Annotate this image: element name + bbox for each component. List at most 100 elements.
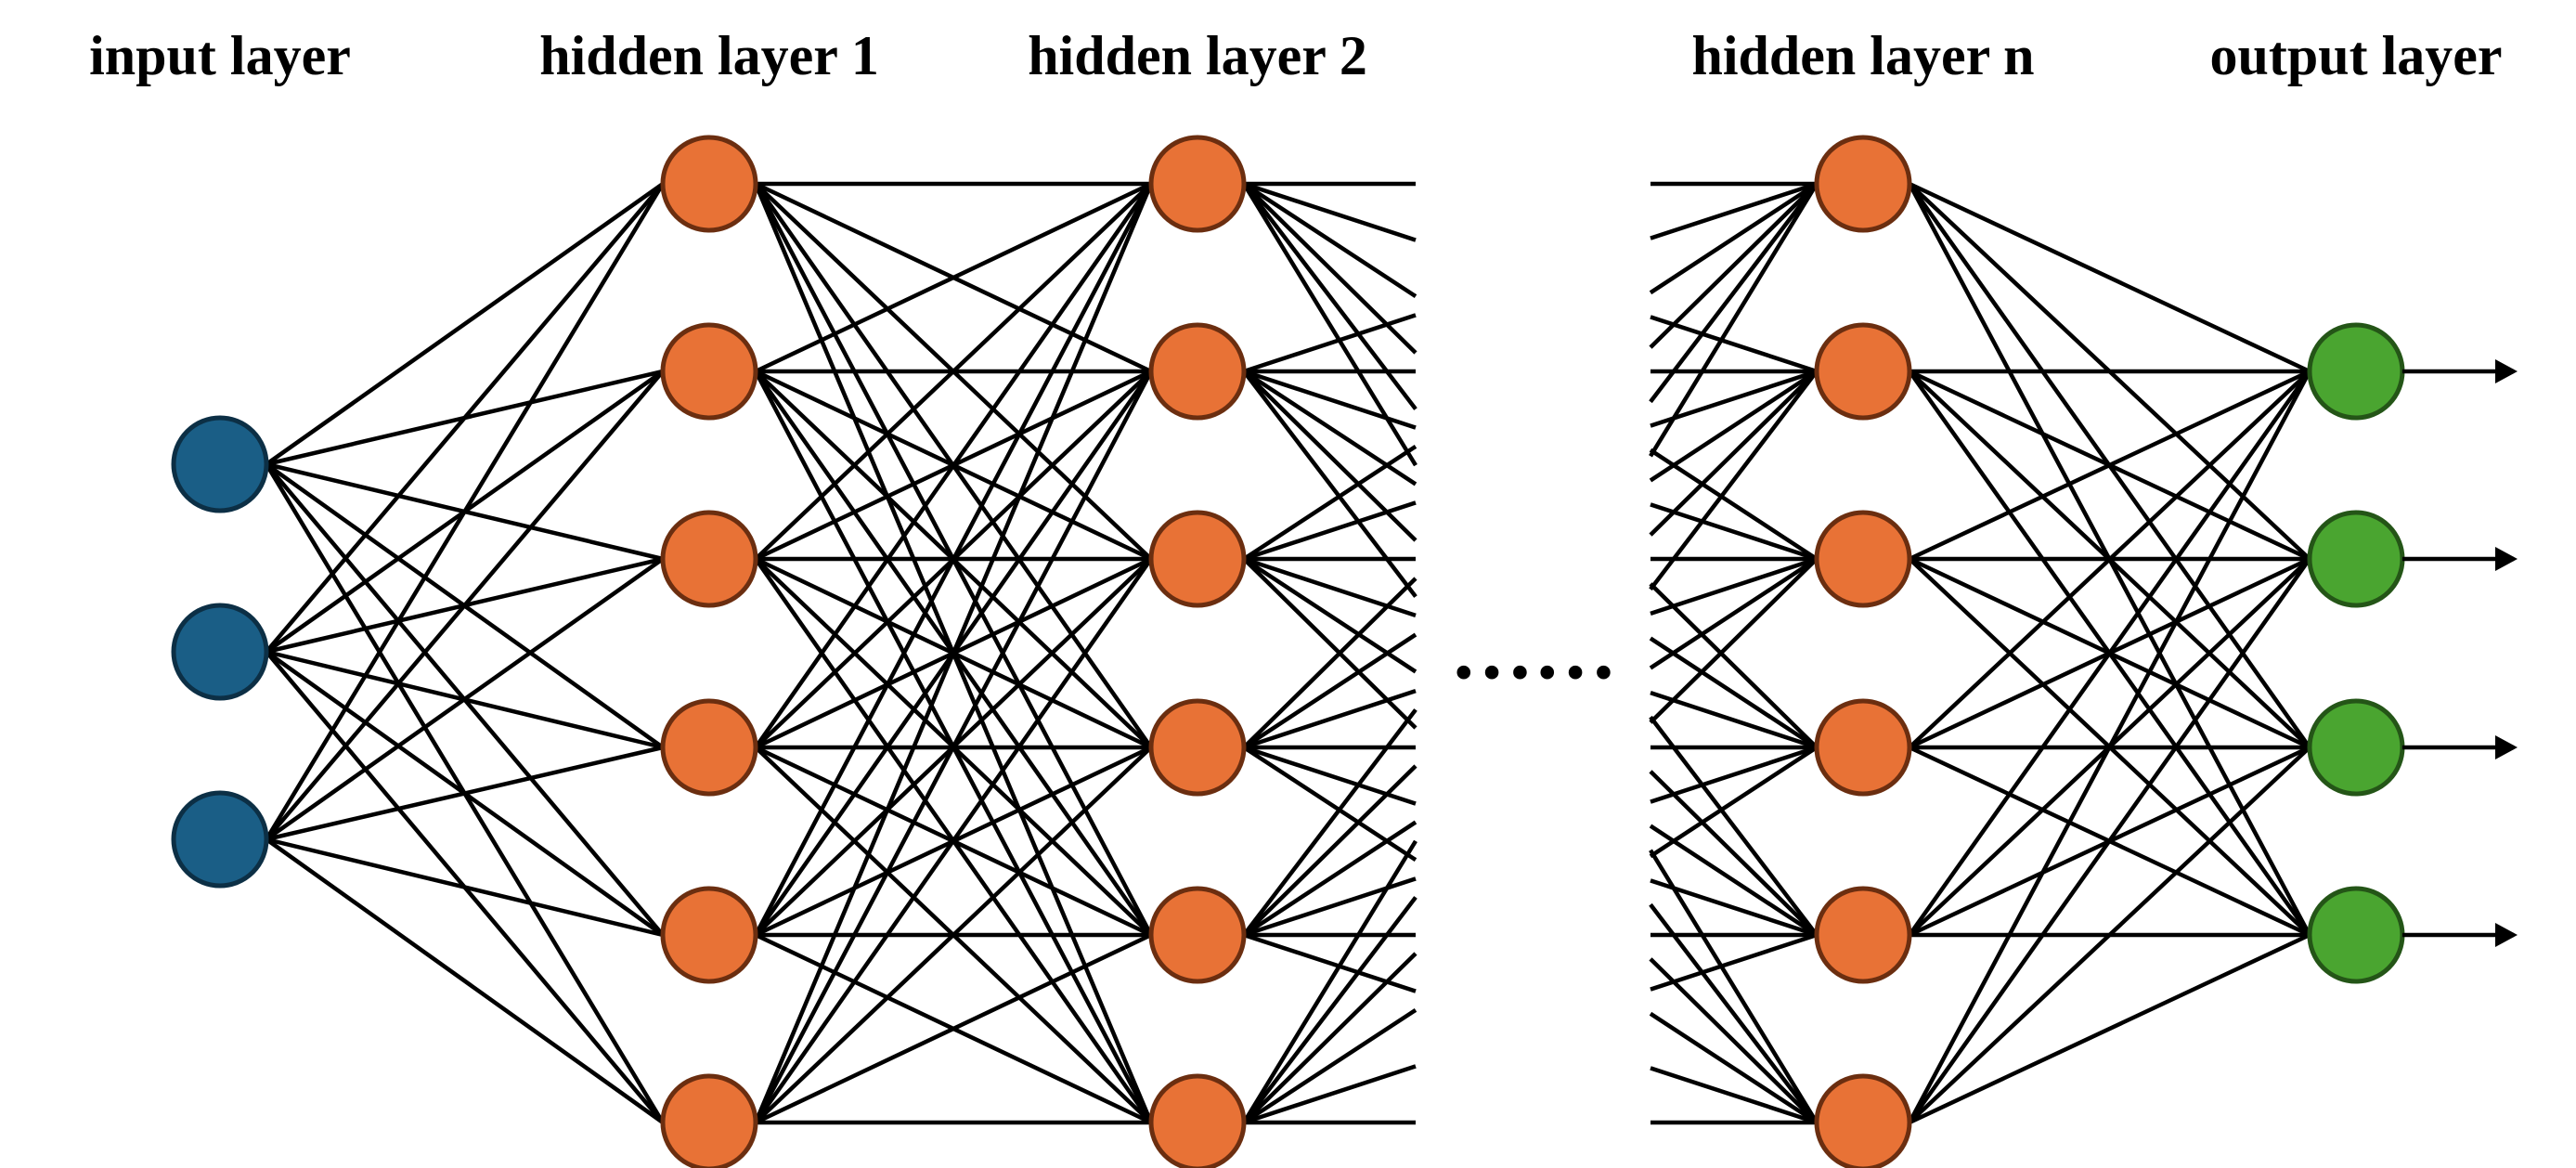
edge-stub-in [1649,182,1819,404]
arrowhead-icon [2495,735,2518,759]
input-node-1 [171,415,269,513]
edge-1-2 [754,746,1153,1124]
hiddenn-node-2 [1814,322,1912,421]
arrowhead-icon [2495,547,2518,571]
edge-stub-in [1649,182,1819,295]
connection-edges [265,181,2311,1125]
output-node-2 [2307,510,2405,608]
edge-stub-out [1243,688,1417,750]
edge-stub-out [1243,369,1417,430]
edge-stub-out [1243,181,1417,242]
edge-stub-out [1242,708,1417,937]
edge-0-1 [265,745,664,842]
edge-stub-out [1242,370,1417,598]
edge-stub-in [1649,448,1819,561]
hidden2-node-6 [1148,1073,1247,1168]
edge-stub-out [1243,1064,1417,1125]
edge-stub-in [1650,1066,1818,1125]
edge-stub-in [1649,636,1819,749]
edge-stub-in [1650,745,1818,804]
edge-3-4 [1909,932,2311,1125]
edge-1-2 [754,182,1153,749]
edge-stub-in [1649,370,1819,537]
hidden1-node-6 [660,1073,758,1168]
layer-title-hidden-1: hidden layer 1 [539,25,879,86]
edge-stub-in [1649,370,1819,483]
edge-3-4 [1908,370,2311,937]
edge-stub-out [1242,746,1417,863]
edge-1-2 [754,557,1153,1124]
edge-stub-out [1242,444,1417,561]
edge-stub-out [1242,764,1417,937]
edge-stub-in [1650,502,1818,562]
edge-stub-out [1242,370,1417,487]
edge-stub-out [1242,370,1417,542]
hidden1-node-5 [660,886,758,984]
edge-stub-in [1649,715,1819,937]
edge-stub-out [1242,839,1417,1124]
arrowhead-icon [2495,359,2518,383]
edge-stub-out [1242,557,1417,730]
hiddenn-node-3 [1814,510,1912,608]
edge-stub-in [1649,582,1819,749]
edge-3-4 [1909,369,2311,562]
hiddenn-node-6 [1814,1073,1912,1168]
edge-1-2 [753,183,1154,1123]
edge-3-4 [1908,370,2311,1124]
output-arrows [2402,359,2518,947]
hidden1-node-1 [660,135,758,233]
hidden1-node-2 [660,322,758,421]
edge-stub-in [1649,902,1819,1124]
edge-stub-out [1242,577,1417,749]
edge-stub-out [1242,820,1417,937]
hidden1-node-4 [660,698,758,797]
edge-1-2 [754,370,1153,1124]
edge-stub-in [1649,746,1819,859]
edge-stub-in [1649,182,1819,349]
hidden2-node-2 [1148,322,1247,421]
edge-3-4 [1908,746,2311,1124]
edge-0-1 [265,557,665,841]
edge-stub-in [1650,556,1818,616]
edge-stub-in [1649,824,1819,937]
edge-stub-in [1649,557,1819,724]
output-node-1 [2307,322,2405,421]
hiddenn-node-4 [1814,698,1912,797]
edge-stub-in [1649,370,1819,591]
edge-stub-out [1242,896,1417,1124]
edge-0-1 [265,182,665,466]
edge-stub-in [1649,557,1819,670]
edge-0-1 [265,837,664,938]
edge-0-1 [265,837,665,1124]
edge-3-4 [1909,181,2311,374]
hiddenn-node-1 [1814,135,1912,233]
edge-stub-in [1649,957,1819,1124]
layer-title-input: input layer [89,25,351,86]
edge-stub-in [1650,878,1818,938]
edge-stub-in [1649,182,1819,458]
edge-stub-out [1243,500,1417,562]
edge-1-2 [755,932,1152,1125]
edge-3-4 [1908,370,2311,749]
edge-0-1 [265,182,665,841]
layer-title-hidden-n: hidden layer n [1692,25,2035,86]
neuron-nodes [171,135,2405,1168]
hidden2-node-3 [1148,510,1247,608]
ellipsis: …… [1450,604,1617,696]
output-node-3 [2307,698,2405,797]
edge-stub-in [1650,315,1818,374]
edge-stub-in [1649,1011,1819,1124]
edge-stub-out [1242,557,1417,674]
edge-stub-out [1242,1007,1417,1124]
hiddenn-node-5 [1814,886,1912,984]
edge-1-2 [754,182,1153,561]
arrowhead-icon [2495,923,2518,947]
input-node-2 [171,603,269,701]
edge-stub-in [1649,770,1819,937]
edge-stub-in [1650,369,1818,428]
hidden2-node-1 [1148,135,1247,233]
hidden2-node-4 [1148,698,1247,797]
edge-stub-in [1650,690,1818,750]
input-node-3 [171,790,269,889]
